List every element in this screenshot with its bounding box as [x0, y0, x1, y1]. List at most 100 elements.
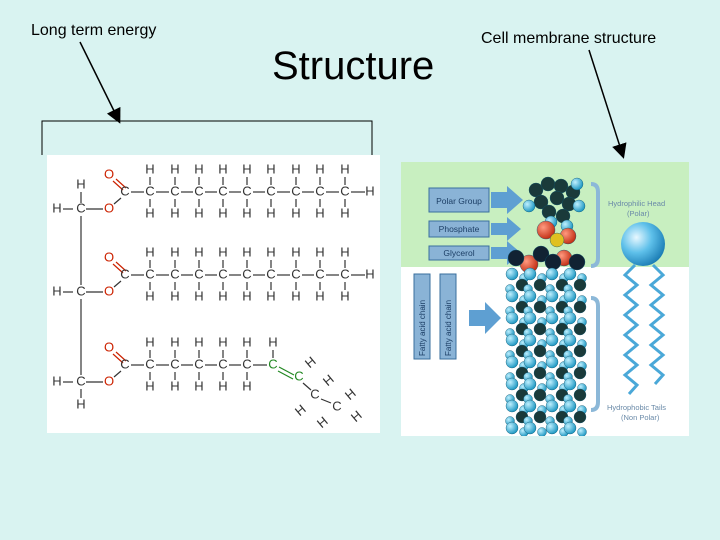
chain-h: H [194, 244, 203, 259]
tail-atom [563, 267, 577, 281]
glycerol-atom [507, 249, 525, 267]
head-dark-atom [549, 190, 565, 206]
chain-carbon: C [291, 266, 300, 281]
phospholipid-diagram: Polar Group Phosphate Glycerol Fatty aci… [401, 162, 689, 437]
tail-atom [523, 355, 537, 369]
chain-carbon: C [170, 266, 179, 281]
glycerol-tag: Glycerol [428, 245, 490, 261]
bond [113, 197, 122, 205]
chain-h: H [170, 288, 179, 303]
chain-carbon: C [315, 183, 324, 198]
chain-h: H [242, 288, 251, 303]
fatty-acid-label-2: Fatty acid chain [444, 300, 453, 356]
chain-h: H [340, 205, 349, 220]
tail-atom [533, 322, 547, 336]
double-bond [112, 353, 124, 364]
chain-h: H [242, 334, 251, 349]
ester-oxygen: O [104, 283, 114, 298]
carbonyl-oxygen: O [104, 339, 114, 354]
chain-h: H [218, 205, 227, 220]
bond [302, 382, 312, 391]
bracket-line [41, 120, 373, 155]
tail-atom [545, 421, 559, 435]
tails-sub: (Non Polar) [621, 413, 660, 422]
tail-atom [563, 421, 577, 435]
double-bond [115, 351, 127, 362]
unsaturated-carbon: C [294, 368, 303, 383]
chain-carbon: C [315, 266, 324, 281]
chain-h: H [170, 378, 179, 393]
chain-carbon: C [194, 183, 203, 198]
chain-h: H [218, 334, 227, 349]
tail-atom [545, 311, 559, 325]
double-bond [278, 366, 295, 376]
chain-carbon: C [340, 183, 349, 198]
glycerol-h: H [76, 176, 85, 191]
chain-carbon: C [194, 266, 203, 281]
chain-h: H [291, 161, 300, 176]
tail-atom [533, 300, 547, 314]
chain-h: H [145, 205, 154, 220]
bond [113, 370, 122, 378]
chain-h: H [242, 378, 251, 393]
head-bracket [590, 182, 600, 268]
tail-atom [573, 366, 587, 380]
space-filling-model [505, 176, 587, 437]
chain-h: H [291, 288, 300, 303]
chain-h: H [170, 244, 179, 259]
glycerol-atom [544, 253, 562, 271]
tail-atom [533, 410, 547, 424]
glycerol-carbon: C [76, 200, 85, 215]
chain-h: H [170, 334, 179, 349]
tail-atom [545, 289, 559, 303]
tail-atom [563, 377, 577, 391]
unsaturated-carbon: C [268, 356, 277, 371]
chain-h: H [218, 244, 227, 259]
glycerol-h: H [52, 200, 61, 215]
ester-oxygen: O [104, 373, 114, 388]
head-light-atom [570, 177, 584, 191]
tail-atom [545, 355, 559, 369]
chain-h: H [291, 205, 300, 220]
terminal-h: H [365, 183, 374, 198]
tail-atom [523, 377, 537, 391]
carbonyl-carbon: C [120, 356, 129, 371]
tail-atom [545, 267, 559, 281]
tail-atom [523, 289, 537, 303]
chain-h: H [320, 371, 337, 389]
glycerol-h: H [52, 283, 61, 298]
glycerol-atom [568, 253, 586, 271]
chain-h: H [292, 401, 309, 419]
chain-h: H [145, 378, 154, 393]
arrow-to-triglyceride [79, 41, 121, 124]
head-title: Hydrophilic Head [608, 199, 665, 208]
tail-atom [523, 267, 537, 281]
tail-atom [545, 377, 559, 391]
tail-bracket [590, 296, 600, 412]
tail-atom [505, 399, 519, 413]
tail-atom [533, 278, 547, 292]
chain-h: H [291, 244, 300, 259]
chain-h: H [145, 161, 154, 176]
chain-h: H [340, 288, 349, 303]
glycerol-h: H [52, 373, 61, 388]
chain-h: H [342, 385, 359, 403]
tail-atom [563, 399, 577, 413]
chain-h: H [266, 288, 275, 303]
fatty-acid-arrow [469, 302, 501, 334]
phosphorus-atom [549, 232, 565, 248]
head-light-atom [522, 199, 536, 213]
chain-h: H [268, 334, 277, 349]
tail-atom [505, 377, 519, 391]
tail-atom [523, 399, 537, 413]
terminal-h: H [365, 266, 374, 281]
chain-carbon: C [170, 356, 179, 371]
chain-h: H [266, 244, 275, 259]
oxygen-atom [536, 220, 556, 240]
chain-h: H [194, 161, 203, 176]
chain-h: H [218, 288, 227, 303]
chain-h: H [170, 161, 179, 176]
tail-atom [563, 355, 577, 369]
tail-atom [533, 366, 547, 380]
